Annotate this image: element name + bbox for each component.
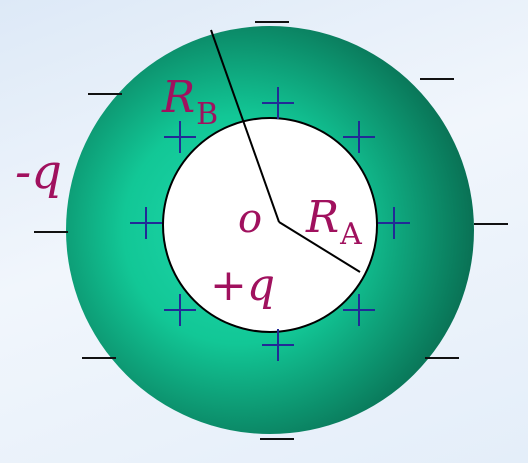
plus-sign [343, 121, 375, 153]
inner-radius-line [278, 221, 361, 273]
plus-sign [164, 121, 196, 153]
inner-radius-label: RA [305, 192, 362, 252]
outer-radius-label: RB [161, 72, 218, 132]
plus-sign [343, 294, 375, 326]
plus-signs [130, 87, 410, 361]
minus-signs [34, 21, 508, 440]
outer-charge-label: -q [15, 144, 62, 200]
outer-radius-line [210, 29, 280, 223]
plus-sign [262, 329, 294, 361]
plus-sign [262, 87, 294, 119]
plus-sign [378, 207, 410, 239]
plus-sign [130, 207, 162, 239]
inner-charge-label: +q [210, 260, 275, 311]
center-label: o [238, 196, 262, 242]
plus-sign [164, 294, 196, 326]
inner-cavity [162, 117, 378, 333]
